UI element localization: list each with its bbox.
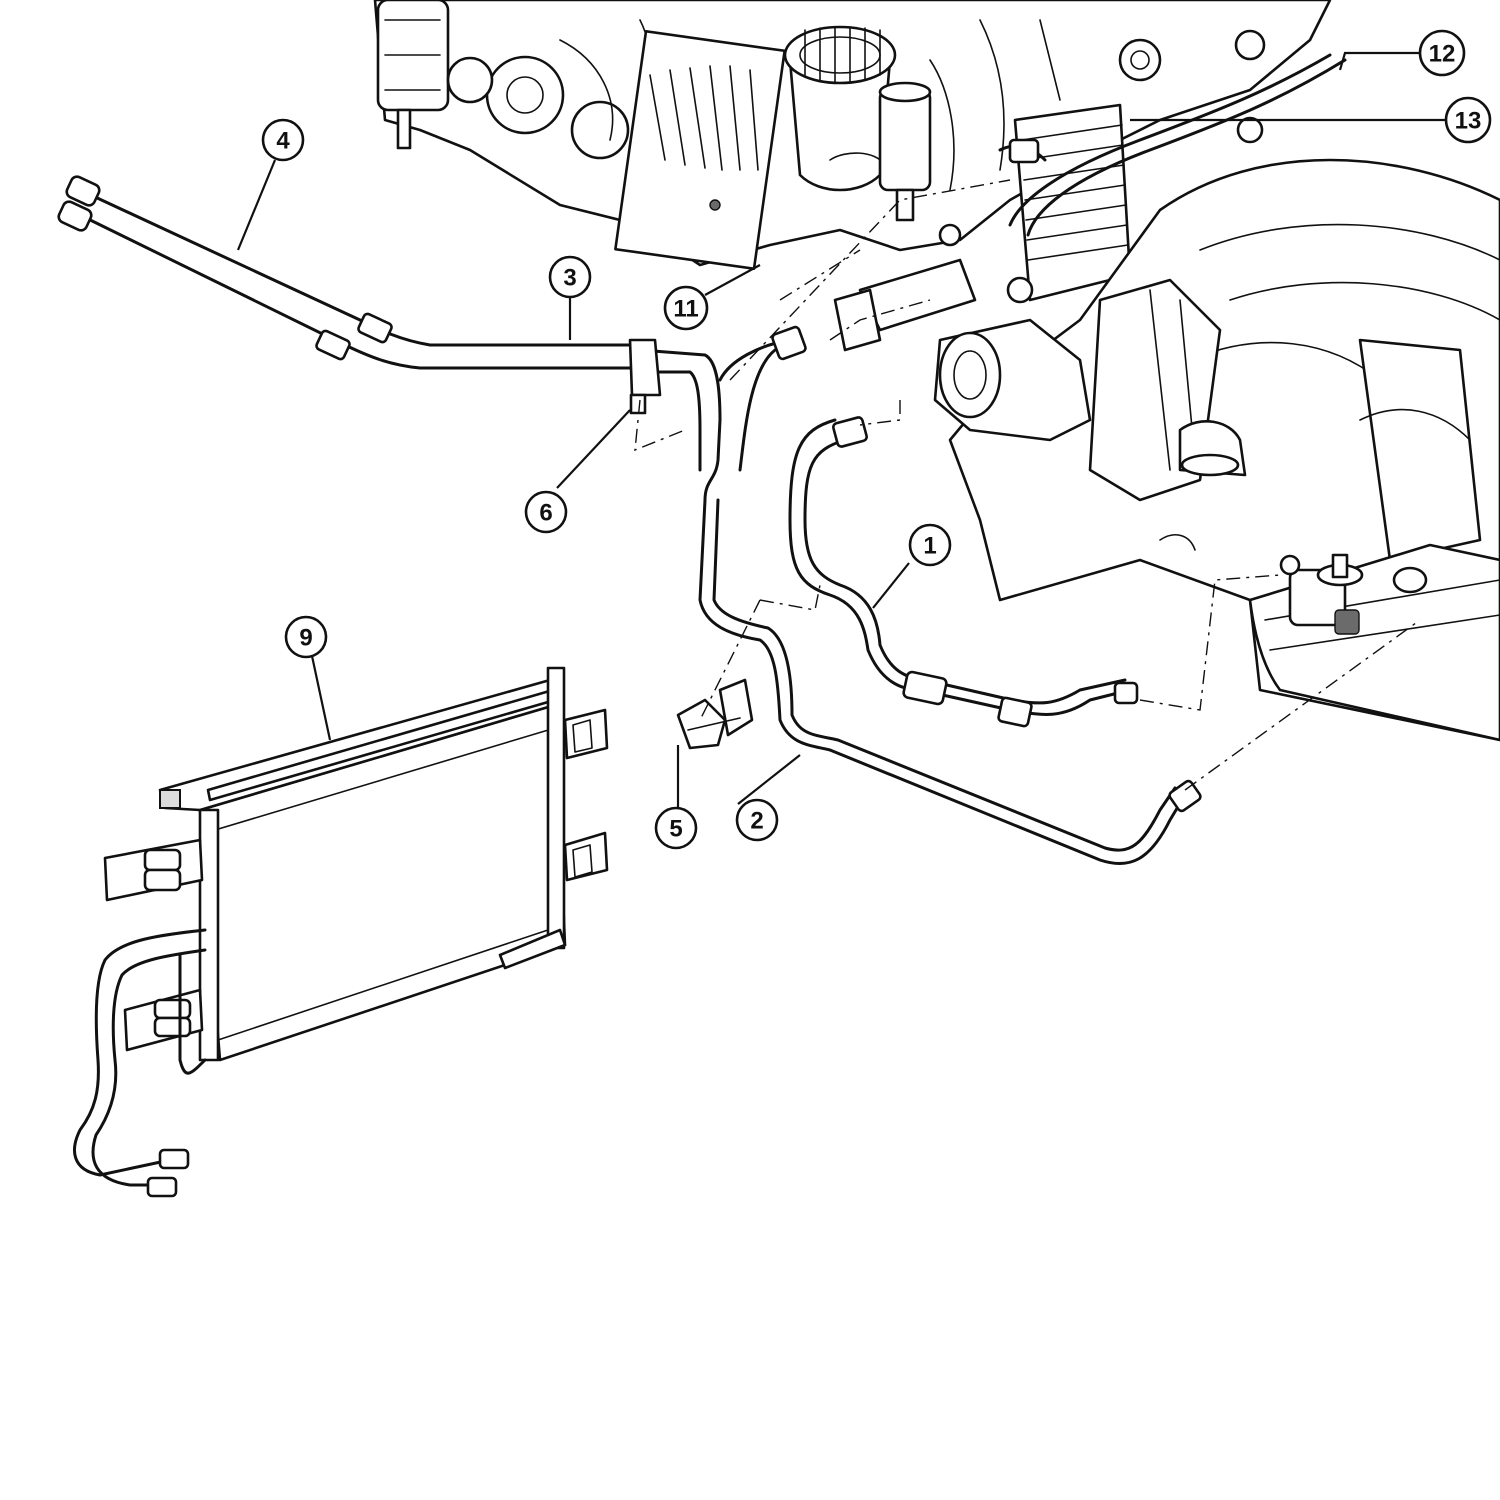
callout-12 [1418, 29, 1466, 77]
callout-9-label: 9 [299, 625, 312, 652]
engine-assembly [373, 0, 1347, 304]
callout-6 [524, 490, 568, 534]
callout-5-label: 5 [669, 816, 682, 843]
callout-13-label: 13 [1455, 108, 1482, 135]
callout-13 [1444, 96, 1492, 144]
callout-6-label: 6 [539, 500, 552, 527]
callout-2 [735, 798, 779, 842]
callout-1-label: 1 [923, 533, 936, 560]
callout-5 [654, 806, 698, 850]
transmission-assembly [833, 158, 1500, 742]
callout-12-label: 12 [1429, 41, 1456, 68]
callout-3 [548, 255, 592, 299]
callout-11 [663, 285, 709, 331]
callout-2-label: 2 [750, 808, 763, 835]
callouts: 1 2 3 4 5 6 9 11 12 13 [236, 29, 1492, 850]
callout-4-label: 4 [276, 128, 290, 155]
callout-4 [261, 118, 305, 162]
callout-11-label: 11 [673, 296, 698, 323]
cooler-lines [57, 175, 1421, 866]
callout-3-label: 3 [563, 265, 576, 292]
callout-9 [284, 615, 328, 659]
transmission-oil-cooler [73, 666, 609, 1198]
callout-1 [908, 523, 952, 567]
